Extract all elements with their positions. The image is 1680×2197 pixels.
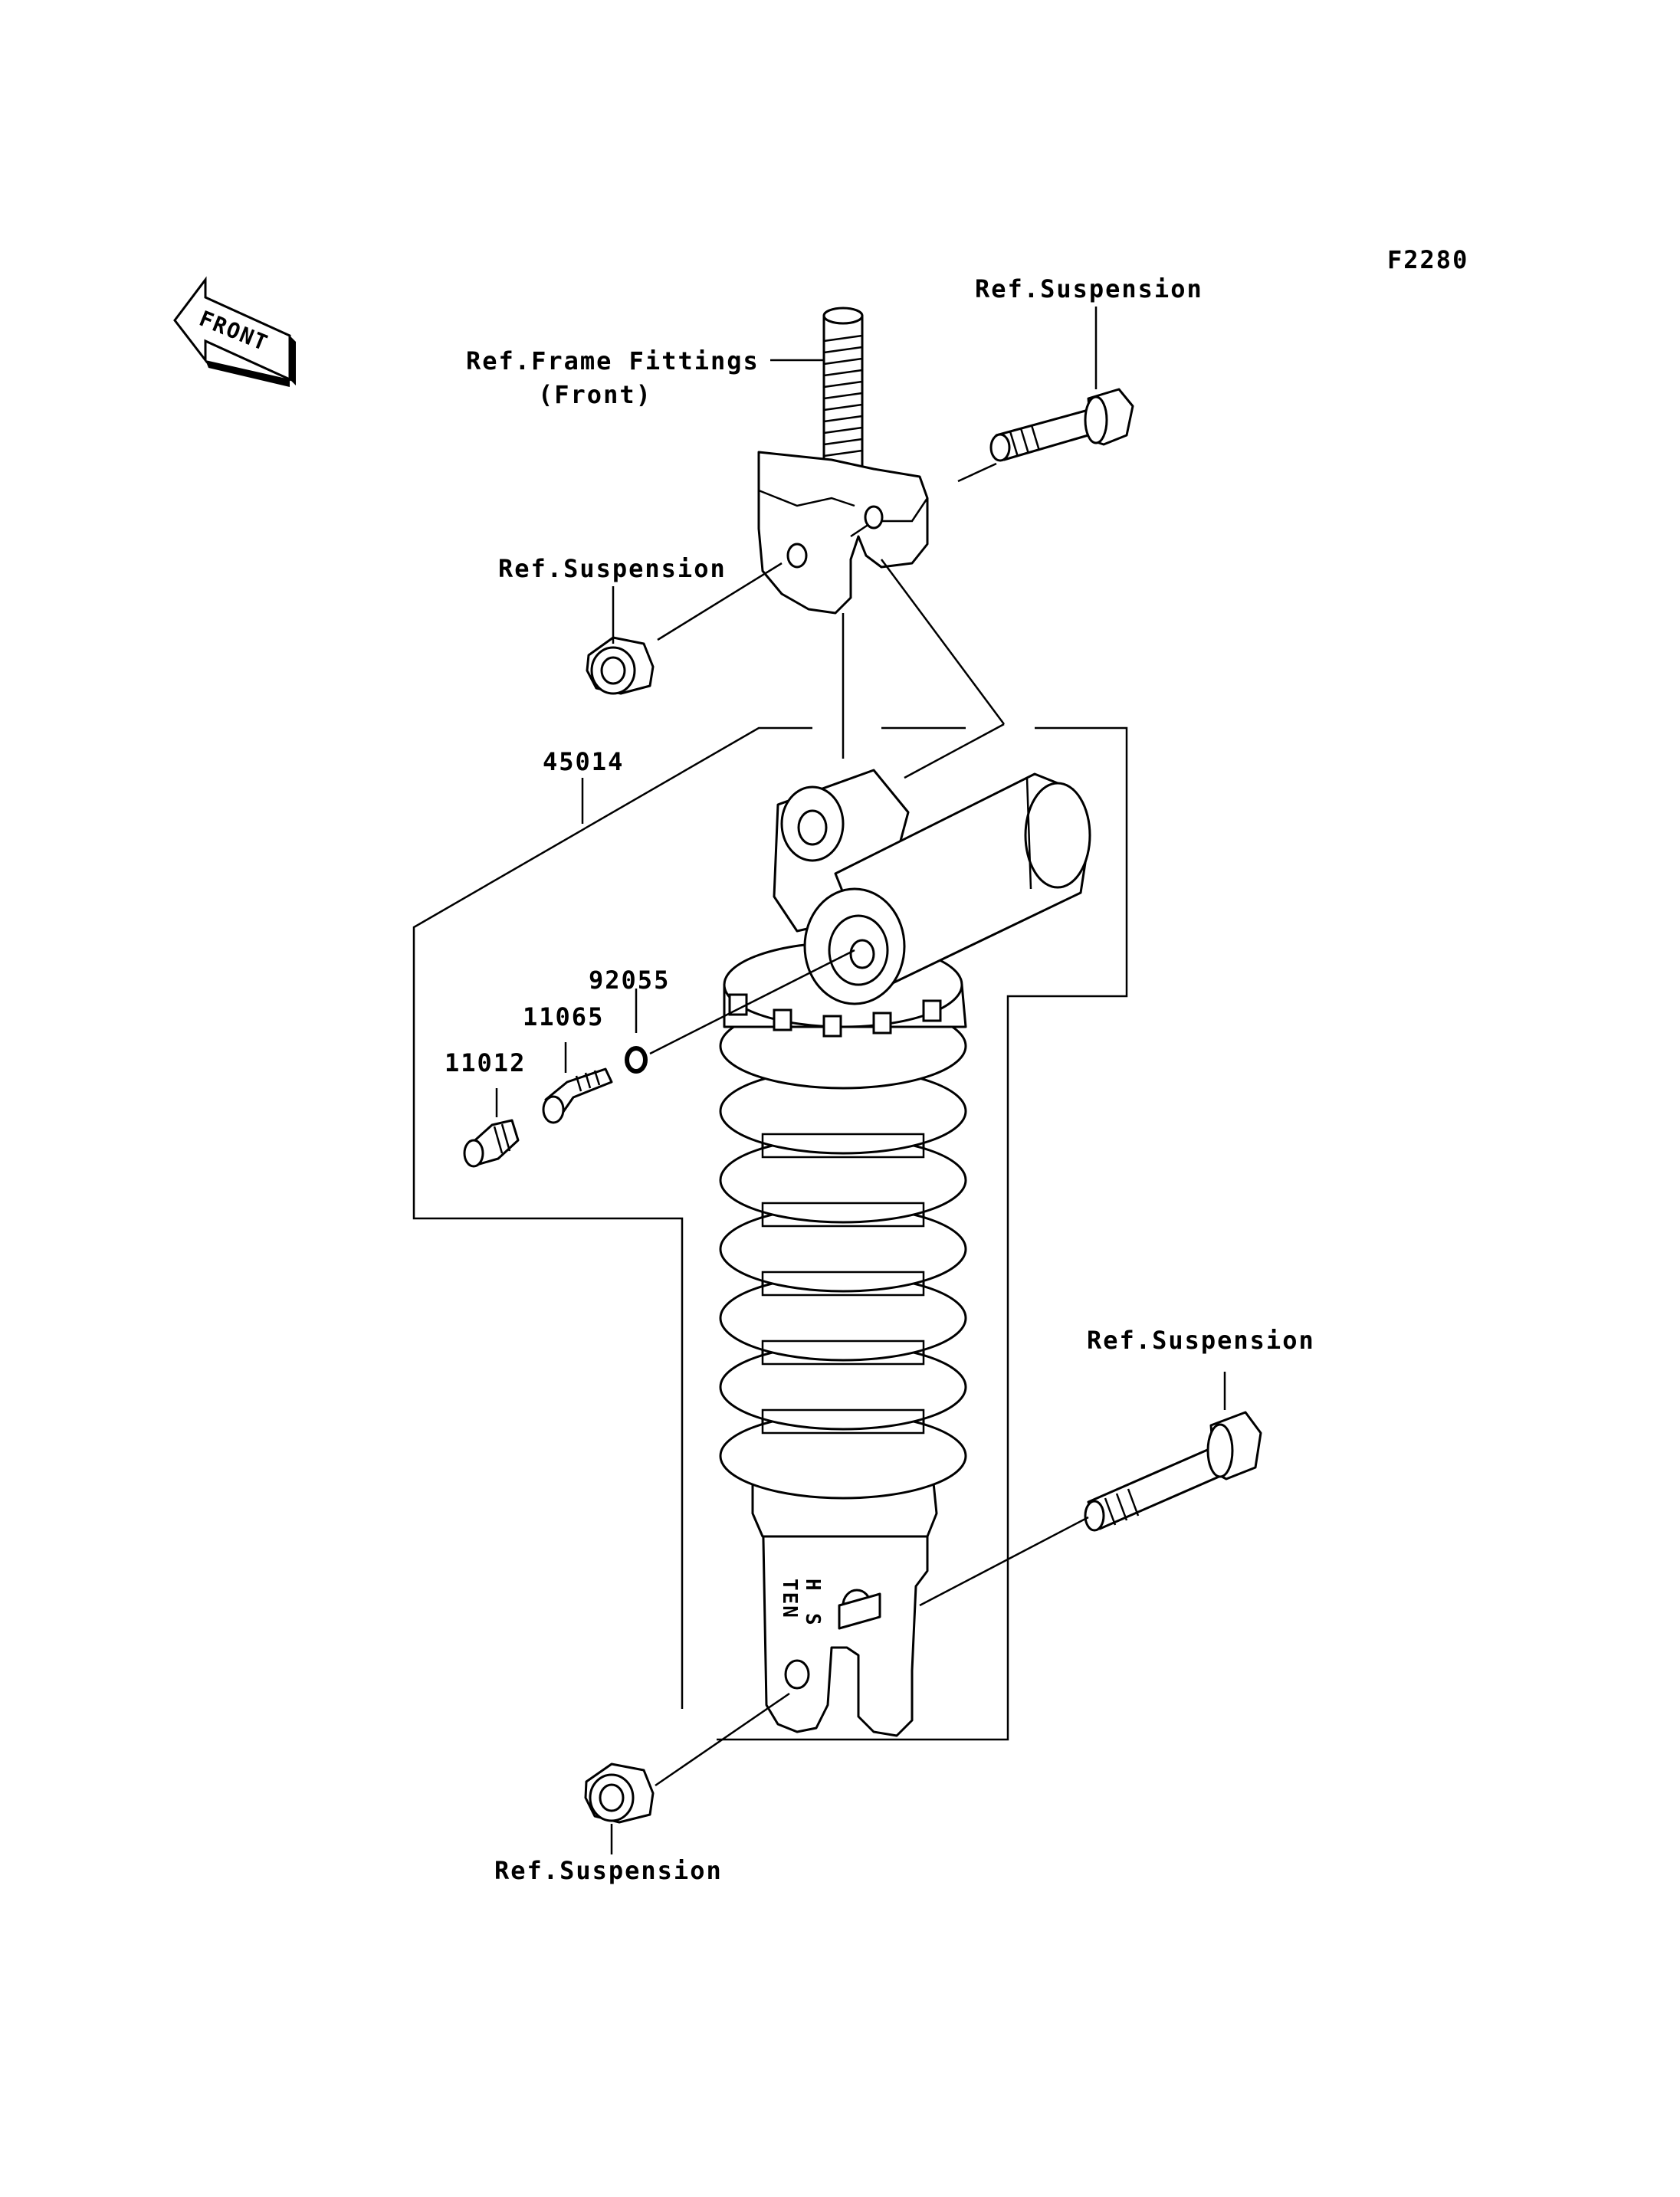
top-mounting-bolt bbox=[989, 388, 1134, 462]
label-frame-fittings-front: (Front) bbox=[538, 380, 652, 409]
leader-lines bbox=[412, 307, 1226, 1854]
shock-absorber-assembly: TEN H S bbox=[719, 769, 1091, 1737]
top-flange-nut bbox=[586, 636, 655, 695]
spring-coils bbox=[719, 1002, 967, 1500]
valve-11065 bbox=[542, 1067, 613, 1124]
label-part-11065: 11065 bbox=[523, 1002, 604, 1031]
frame-fitting-bracket bbox=[757, 307, 929, 615]
label-part-11012: 11012 bbox=[445, 1048, 526, 1077]
label-part-45014: 45014 bbox=[543, 747, 624, 776]
shock-marking-h: H bbox=[801, 1579, 824, 1592]
label-ref-suspension-top-nut: Ref.Suspension bbox=[498, 554, 727, 583]
shock-marking-ten: TEN bbox=[778, 1579, 801, 1619]
label-ref-suspension-top-bolt: Ref.Suspension bbox=[975, 274, 1203, 303]
label-ref-suspension-bottom-nut: Ref.Suspension bbox=[494, 1856, 723, 1885]
bottom-flange-nut bbox=[584, 1763, 655, 1824]
label-frame-fittings: Ref.Frame Fittings bbox=[466, 346, 760, 375]
front-direction-arrow-icon: FRONT bbox=[173, 276, 296, 387]
cap-11012 bbox=[463, 1119, 520, 1168]
figure-code: F2280 bbox=[1387, 245, 1468, 274]
label-part-92055: 92055 bbox=[589, 966, 670, 995]
bottom-mounting-bolt bbox=[1084, 1411, 1262, 1532]
shock-marking-s: S bbox=[801, 1613, 824, 1627]
label-ref-suspension-bottom-bolt: Ref.Suspension bbox=[1087, 1326, 1315, 1355]
o-ring-92055 bbox=[625, 1046, 648, 1074]
